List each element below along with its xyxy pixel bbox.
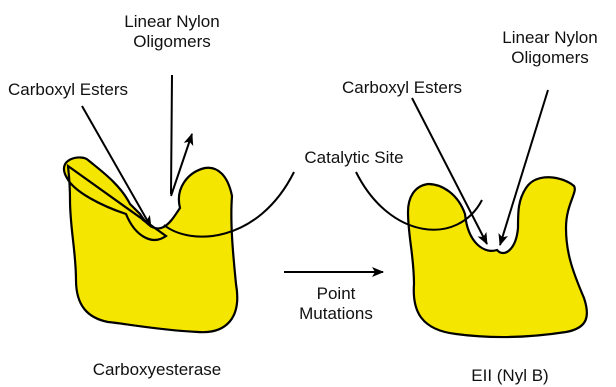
nylb-enzyme-shape <box>408 177 587 337</box>
right-oligomers-label-line-1: Linear Nylon <box>488 28 612 48</box>
right-oligomers-label: Linear Nylon Oligomers <box>488 28 612 68</box>
left-oligomers-label-line-1: Linear Nylon <box>108 12 236 32</box>
catalytic-site-label: Catalytic Site <box>284 148 424 168</box>
left-oligomers-label: Linear Nylon Oligomers <box>108 12 236 52</box>
point-mutations-label: Point Mutations <box>286 284 386 324</box>
left-oligomers-label-line-2: Oligomers <box>108 32 236 52</box>
carboxyesterase-label: Carboxyesterase <box>82 360 232 380</box>
nylb-label: EII (Nyl B) <box>450 366 570 386</box>
point-mutations-label-line-1: Point <box>286 284 386 304</box>
right-esters-label: Carboxyl Esters <box>342 78 492 98</box>
left-esters-label: Carboxyl Esters <box>8 80 158 100</box>
point-mutations-label-line-2: Mutations <box>286 304 386 324</box>
left-oligomers-line <box>171 75 172 194</box>
right-oligomers-label-line-2: Oligomers <box>488 48 612 68</box>
carboxyesterase-enzyme-shape <box>64 157 237 332</box>
